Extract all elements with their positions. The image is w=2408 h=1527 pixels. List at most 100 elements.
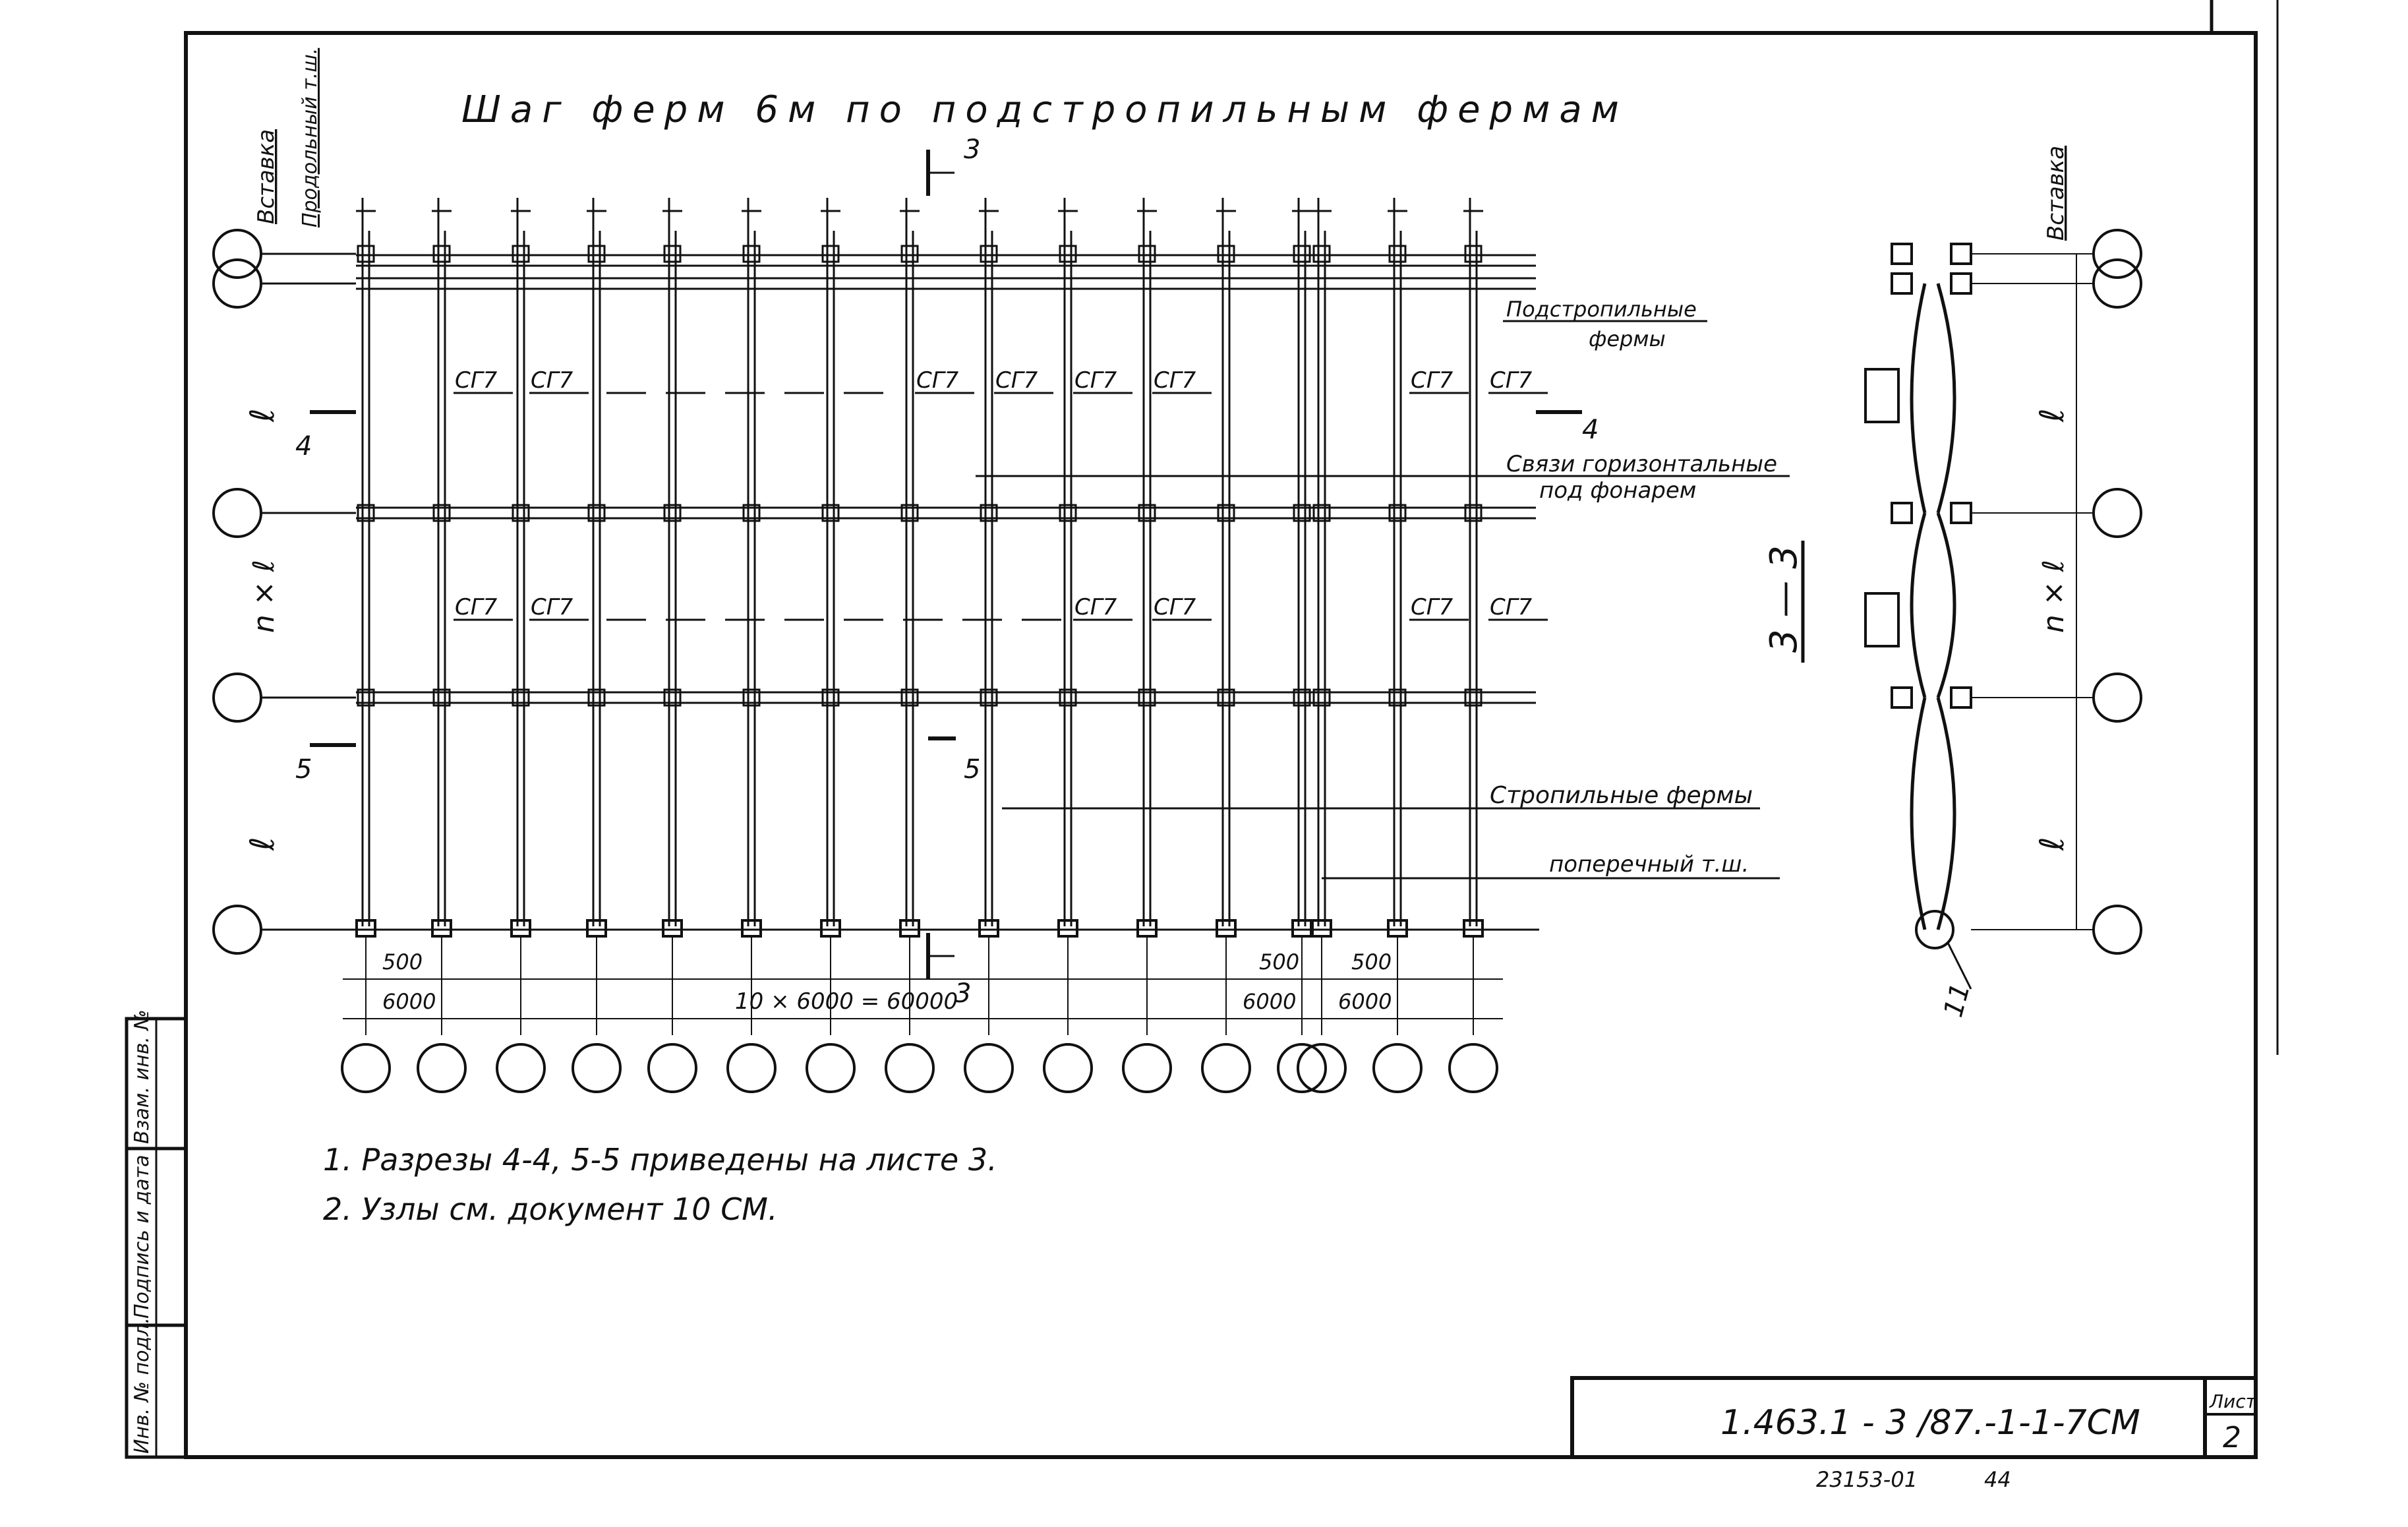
truss-node	[663, 504, 682, 522]
truss-node	[1388, 504, 1407, 522]
section-truss-inner	[1910, 512, 1927, 698]
truss-node	[432, 245, 451, 263]
grid-bubble-bottom	[1201, 1043, 1251, 1093]
lantern-frame	[1864, 592, 1900, 647]
column-base	[899, 919, 920, 938]
grid-bubble-bottom	[341, 1043, 391, 1093]
column-base	[431, 919, 452, 938]
dim-6000-left: 6000	[382, 989, 436, 1014]
vdim-l-top-right: ℓ	[2033, 408, 2071, 423]
label-transverse-joint: поперечный т.ш.	[1549, 851, 1749, 878]
grid-bubble-bottom	[726, 1043, 777, 1093]
column-base	[1387, 919, 1408, 938]
label-section-3-3: 3 — 3	[1763, 545, 1806, 653]
truss-node	[1388, 245, 1407, 263]
node-11-circle	[1915, 910, 1954, 949]
stamp-sign-date: Подпись и дата	[131, 1155, 154, 1319]
drawing-title: Шаг ферм 6м по подстропильным фермам	[461, 88, 1628, 131]
grid-bubble-right	[2092, 488, 2142, 538]
section-mark-4-left: 4	[295, 431, 312, 462]
truss-node	[1059, 504, 1077, 522]
truss-node	[357, 245, 375, 263]
truss-node	[1138, 504, 1156, 522]
truss-node	[742, 245, 761, 263]
bracing-mark-row1: СГ7	[1490, 367, 1533, 394]
grid-bubble-right	[2092, 229, 2142, 279]
truss-node	[1138, 688, 1156, 707]
truss-node	[512, 245, 530, 263]
truss-node	[980, 245, 998, 263]
label-horizontal-bracing-1: Связи горизонтальные	[1506, 451, 1777, 477]
bracing-mark-row2: СГ7	[1154, 594, 1196, 620]
column-base	[662, 919, 683, 938]
truss-node	[1464, 688, 1483, 707]
vdim-nl-right: n × ℓ	[2037, 560, 2070, 633]
section-truss-arc	[1936, 283, 1956, 514]
bracing-mark-row1: СГ7	[995, 367, 1038, 394]
truss-node	[1312, 504, 1331, 522]
bracing-mark-row1: СГ7	[1411, 367, 1454, 394]
section-mark-3-top: 3	[964, 135, 980, 165]
truss-node	[980, 504, 998, 522]
truss-node	[742, 504, 761, 522]
section-node	[1950, 686, 1972, 709]
column-base	[1311, 919, 1332, 938]
truss-node	[587, 688, 606, 707]
column-base	[820, 919, 841, 938]
section-node	[1950, 272, 1972, 295]
section-mark-5-mid: 5	[964, 754, 980, 785]
truss-node	[432, 504, 451, 522]
section-truss-arc	[1936, 512, 1956, 698]
section-3-3-view	[1864, 229, 2142, 990]
grid-bubble-bottom	[496, 1043, 546, 1093]
bracing-mark-row1: СГ7	[531, 367, 573, 394]
column-base	[1216, 919, 1237, 938]
title-block-sheet-label: Лист	[2209, 1391, 2257, 1412]
section-node	[1891, 686, 1913, 709]
stamp-inv-no: Инв. № подл.	[131, 1317, 154, 1454]
truss-node	[1138, 245, 1156, 263]
bracing-mark-row1: СГ7	[1074, 367, 1117, 394]
section-truss-inner	[1910, 697, 1927, 930]
section-mark-3-bottom: 3	[954, 978, 971, 1009]
section-truss-arc	[1936, 697, 1956, 930]
label-insert-right: Вставка	[2043, 146, 2069, 241]
vdim-l-bottom-right: ℓ	[2033, 837, 2071, 851]
title-block-designation: 1.463.1 - 3 /87.-1-1-7СМ	[1720, 1403, 2140, 1443]
truss-node	[1464, 245, 1483, 263]
dim-500-right-b: 500	[1351, 949, 1392, 974]
bracing-mark-row1: СГ7	[1154, 367, 1196, 394]
truss-node	[1217, 245, 1235, 263]
vdim-l-bottom-left: ℓ	[243, 837, 281, 851]
grid-bubble-left	[212, 673, 262, 723]
grid-bubble-bottom	[1122, 1043, 1172, 1093]
truss-node	[512, 504, 530, 522]
truss-node	[512, 688, 530, 707]
grid-bubble-bottom	[1372, 1043, 1423, 1093]
bracing-mark-row1: СГ7	[455, 367, 498, 394]
bracing-mark-row1: СГ7	[916, 367, 959, 394]
label-insert-left: Вставка	[253, 129, 279, 224]
note-2: 2. Узлы см. документ 10 СМ.	[323, 1191, 778, 1227]
truss-node	[357, 504, 375, 522]
column-base	[586, 919, 607, 938]
grid-bubble-left	[212, 258, 262, 309]
column-base	[1057, 919, 1078, 938]
grid-bubble-bottom	[417, 1043, 467, 1093]
grid-bubble-bottom	[1043, 1043, 1093, 1093]
grid-bubble-bottom	[885, 1043, 935, 1093]
truss-node	[980, 688, 998, 707]
truss-node	[357, 688, 375, 707]
dim-500-right-a: 500	[1259, 949, 1299, 974]
dim-6000-right-b: 6000	[1338, 989, 1392, 1014]
label-sub-rafter-trusses-2: фермы	[1589, 326, 1666, 351]
grid-bubble-bottom	[806, 1043, 856, 1093]
truss-node	[587, 504, 606, 522]
truss-node	[1464, 504, 1483, 522]
grid-bubble-bottom	[572, 1043, 622, 1093]
bracing-mark-row2: СГ7	[455, 594, 498, 620]
section-mark-5-left: 5	[295, 754, 312, 785]
truss-node	[1312, 688, 1331, 707]
